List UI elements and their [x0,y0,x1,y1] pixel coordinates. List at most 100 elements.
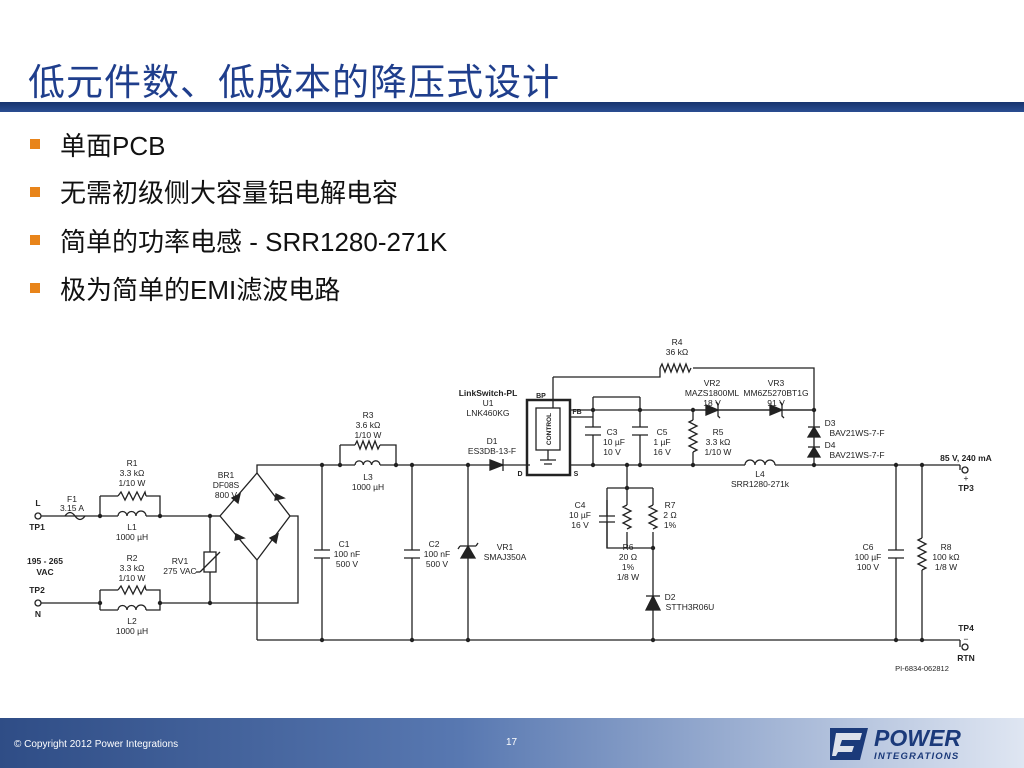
label-l3: L3 [363,472,373,482]
label-c2: C2 [429,539,440,549]
schematic-components [34,362,969,651]
label-d2: D2 [665,592,676,602]
bullet-text-latin: PCB [112,131,166,161]
label-r7-tolerance: 1% [664,520,677,530]
label-r7: R7 [665,500,676,510]
label-vr1: VR1 [497,542,514,552]
label-rv1: RV1 [172,556,189,566]
label-pin-s: S [574,471,579,478]
bullet-text: 无需初级侧大容量铝电解电容 [60,179,399,209]
label-control: CONTROL [546,413,553,445]
label-vac: VAC [36,567,53,577]
label-d1-part: ES3DB-13-F [468,446,516,456]
label-n: N [35,609,41,619]
label-d4-part: BAV21WS-7-F [829,450,884,460]
label-u1: U1 [483,398,494,408]
label-l1-value: 1000 µH [116,532,148,542]
label-c5-value: 1 µF [653,437,670,447]
label-r5-value: 3.3 kΩ [706,437,731,447]
title-underline-bar [0,102,1024,112]
label-r4: R4 [672,337,683,347]
label-c3: C3 [607,427,618,437]
label-d2-part: STTH3R06U [666,602,715,612]
label-l1: L1 [127,522,137,532]
label-r6-value: 20 Ω [619,552,637,562]
label-c4-value: 10 µF [569,510,591,520]
bullet-list: 单面PCB 无需初级侧大容量铝电解电容 简单的功率电感 - SRR1280-27… [30,128,447,320]
label-vr2: VR2 [704,378,721,388]
label-minus: − [964,634,969,644]
label-c3-value: 10 µF [603,437,625,447]
label-r8-power: 1/8 W [935,562,957,572]
label-vr3: VR3 [768,378,785,388]
label-l4-part: SRR1280-271k [731,479,790,489]
bullet-item: 极为简单的EMI滤波电路 [30,272,447,320]
label-c2-voltage: 500 V [426,559,449,569]
bullet-item: 简单的功率电感 - SRR1280-271K [30,224,447,272]
label-vr2-part: MAZS1800ML [685,388,740,398]
label-f1-value: 3.15 A [60,503,84,513]
label-l2-value: 1000 µH [116,626,148,636]
bullet-text-latin: - SRR1280-271K [242,227,448,257]
bullet-item: 单面PCB [30,128,447,176]
label-l: L [35,498,40,508]
schematic-junctions [97,407,925,643]
logo-subtitle: INTEGRATIONS [874,751,959,762]
label-d3: D3 [825,418,836,428]
label-c1-value: 100 nF [334,549,360,559]
label-c4: C4 [575,500,586,510]
label-l4: L4 [755,469,765,479]
power-integrations-logo: POWER INTEGRATIONS [830,725,961,762]
bullet-square-icon [30,187,40,197]
label-c6-voltage: 100 V [857,562,880,572]
label-pin-d: D [517,471,522,478]
label-vac-range: 195 - 265 [27,556,63,566]
label-pin-fb: FB [572,409,581,416]
schematic-wires [38,367,961,647]
label-r1-power: 1/10 W [119,478,146,488]
bullet-item: 无需初级侧大容量铝电解电容 [30,176,447,224]
label-d1: D1 [487,436,498,446]
label-vr2-voltage: 18 V [703,398,721,408]
label-r2-value: 3.3 kΩ [120,563,145,573]
label-r3: R3 [363,410,374,420]
label-r6-tolerance: 1% [622,562,635,572]
bullet-text: 单面 [60,132,113,162]
label-r1-value: 3.3 kΩ [120,468,145,478]
label-d3-part: BAV21WS-7-F [829,428,884,438]
bullet-text: 简单的功率电感 [60,228,243,258]
logo-wordmark: POWER [874,725,961,751]
bullet-text: 极为简单的 [60,276,191,306]
label-c5: C5 [657,427,668,437]
label-vr3-part: MM6Z5270BT1G [743,388,808,398]
bullet-square-icon [30,235,40,245]
label-r3-power: 1/10 W [355,430,382,440]
schematic-labels: L TP1 195 - 265 VAC TP2 N F1 3.15 A R1 3… [27,337,992,673]
label-r7-value: 2 Ω [663,510,676,520]
label-r1: R1 [127,458,138,468]
label-c4-voltage: 16 V [571,520,589,530]
slide-title: 低元件数、低成本的降压式设计 [28,61,560,104]
label-r6-power: 1/8 W [617,572,639,582]
label-rv1-value: 275 VAC [163,566,196,576]
label-c3-voltage: 10 V [603,447,621,457]
label-r2: R2 [127,553,138,563]
label-tp2: TP2 [29,585,45,595]
label-drawing-id: PI-6834-062812 [895,664,949,673]
buck-converter-schematic: L TP1 195 - 265 VAC TP2 N F1 3.15 A R1 3… [27,337,992,673]
page-number: 17 [506,737,518,748]
label-r8: R8 [941,542,952,552]
bullet-text-latin: EMI [190,275,237,305]
label-c2-value: 100 nF [424,549,450,559]
logo-mark-icon [830,728,868,760]
label-u1-part: LNK460KG [467,408,510,418]
copyright-text: © Copyright 2012 Power Integrations [14,739,179,750]
label-br1-voltage: 800 V [215,490,238,500]
label-c5-voltage: 16 V [653,447,671,457]
label-r2-power: 1/10 W [119,573,146,583]
label-br1: BR1 [218,470,235,480]
label-c6: C6 [863,542,874,552]
label-pin-bp: BP [536,393,546,400]
label-vr1-part: SMAJ350A [484,552,527,562]
label-r3-value: 3.6 kΩ [356,420,381,430]
